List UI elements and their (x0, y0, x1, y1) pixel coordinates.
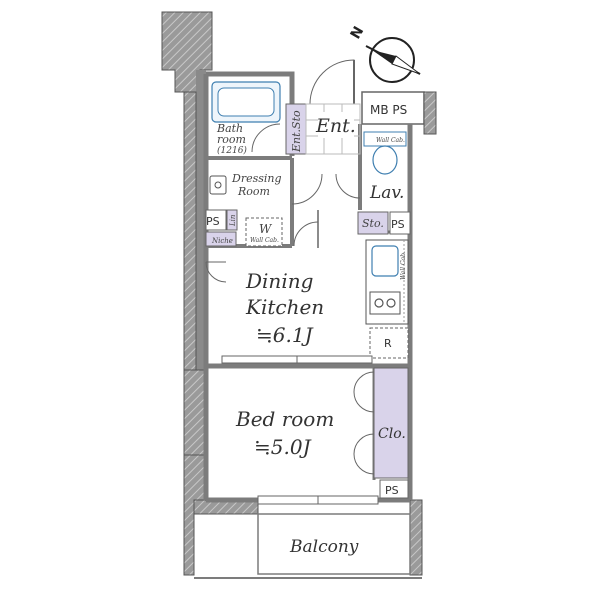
bedroom-area-label: ≒5.0J (254, 435, 312, 459)
niche-door (205, 261, 227, 283)
wall-left-lower-pier (183, 454, 207, 576)
wall-right-hatch-top (423, 91, 437, 135)
wall-right-lower-pier (409, 499, 423, 576)
closet-box (373, 367, 409, 479)
balcony-label: Balcony (289, 537, 359, 557)
north-arrow-icon (365, 37, 421, 83)
north-label: N (348, 24, 368, 42)
kitchen-counter (365, 239, 409, 325)
entrance-storage-label: Ent.Sto (290, 110, 303, 153)
entrance-door (309, 59, 355, 105)
hall-door-dk (293, 221, 319, 247)
linen-label: Lin (229, 214, 237, 227)
dining-label-line1: Dining (245, 269, 313, 293)
wall-left-upper (196, 70, 206, 370)
ps-bottom-box (379, 479, 409, 499)
ps-right-box (389, 211, 411, 235)
storage-label: Sto. (362, 217, 384, 230)
balcony (194, 513, 422, 579)
wall-left-between (183, 91, 197, 371)
washer-wall-cab-label: Wall Cab. (250, 237, 279, 244)
toilet (335, 131, 407, 199)
dressing-label-line2: Room (237, 185, 270, 198)
bathroom-label-line1: Bath (216, 122, 243, 135)
ps-bottom-label: PS (385, 484, 399, 497)
refrigerator-label: R (384, 337, 392, 350)
sliding-partition (221, 355, 373, 364)
refrigerator-box (369, 327, 409, 359)
closet-doors (353, 371, 375, 475)
lavatory-label: Lav. (369, 183, 404, 203)
niche-label: Niche (211, 237, 233, 245)
dressing-label-line1: Dressing (231, 172, 282, 185)
linen-box (226, 209, 238, 231)
ps-left-box (205, 209, 227, 231)
mb-ps-label: MB PS (370, 103, 407, 117)
ps-left-label: PS (206, 215, 220, 228)
niche-box (205, 231, 237, 247)
balcony-window (257, 495, 379, 505)
bathroom (211, 81, 281, 153)
ps-right-label: PS (391, 218, 405, 231)
bathroom-size: (1216) (217, 145, 247, 156)
dining-area-label: ≒6.1J (256, 323, 314, 347)
wall-left-hatch-mid (183, 369, 207, 456)
dining-label-line2: Kitchen (245, 295, 324, 319)
washbasin (209, 175, 227, 195)
dressing-door (291, 173, 323, 205)
washer-box (245, 217, 283, 247)
exterior-walls (161, 11, 437, 576)
lav-wall-cab-label: Wall Cab. (376, 137, 405, 144)
washer-label: W (259, 222, 273, 236)
storage-box (357, 211, 389, 235)
bedroom-label: Bed room (235, 407, 334, 431)
kitchen-wall-cab-label: Wall Cab. (400, 251, 407, 280)
closet-label: Clo. (378, 426, 406, 442)
entrance-label: Ent. (315, 115, 356, 137)
bathroom-label-line2: room (217, 133, 246, 146)
